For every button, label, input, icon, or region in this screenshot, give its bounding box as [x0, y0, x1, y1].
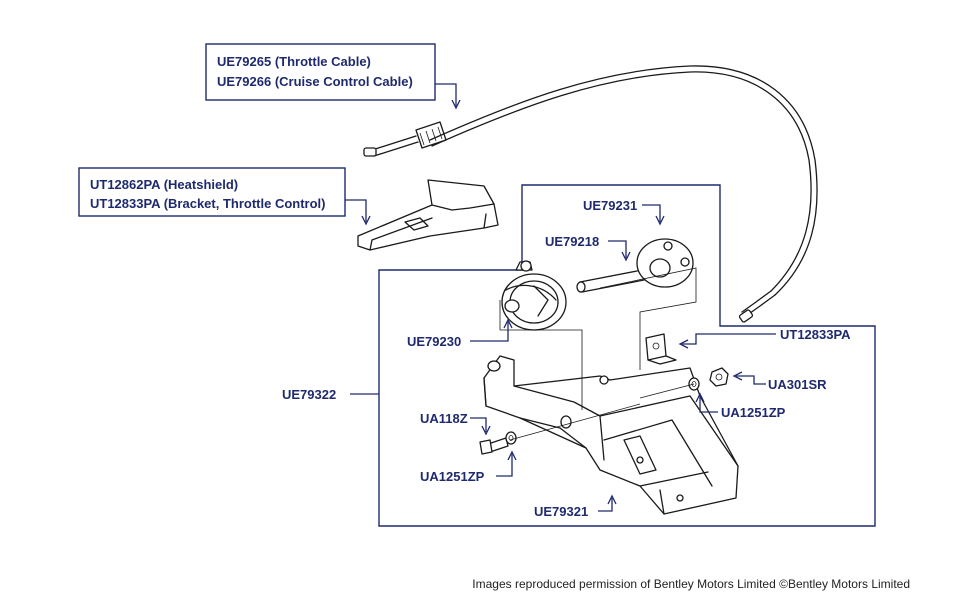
heatshield-label-box	[78, 167, 346, 217]
washer-left-drawing	[505, 431, 517, 445]
label-ue79218: UE79218	[545, 234, 599, 249]
label-throttle-cable: UE79265 (Throttle Cable)	[217, 54, 371, 69]
label-ue79321: UE79321	[534, 504, 588, 519]
assembly-group-outline	[378, 184, 876, 527]
label-ua1251zp-left: UA1251ZP	[420, 469, 485, 484]
label-heatshield: UT12862PA (Heatshield)	[90, 177, 238, 192]
copyright-caption: Images reproduced permission of Bentley …	[472, 577, 910, 591]
label-ue79230: UE79230	[407, 334, 461, 349]
pulley-lever-drawing	[501, 260, 567, 331]
throttle-cable-drawing	[363, 65, 818, 323]
cable-label-box	[205, 43, 436, 101]
label-cruise-control-cable: UE79266 (Cruise Control Cable)	[217, 74, 413, 89]
shaft-drawing	[576, 269, 645, 293]
nut-ua301sr-drawing	[709, 367, 729, 387]
label-ua301sr: UA301SR	[768, 377, 827, 392]
small-bracket-drawing	[645, 333, 677, 365]
disc-drawing	[636, 238, 694, 288]
label-bracket-throttle-control: UT12833PA (Bracket, Throttle Control)	[90, 196, 326, 211]
heatshield-drawing	[357, 179, 499, 251]
label-ue79322: UE79322	[282, 387, 336, 402]
label-ua1251zp-right: UA1251ZP	[721, 405, 786, 420]
assembly-guide-lines	[499, 267, 697, 441]
label-ua118z: UA118Z	[420, 411, 468, 426]
leader-lines	[345, 83, 776, 512]
label-ue79231: UE79231	[583, 198, 637, 213]
label-ut12833pa: UT12833PA	[780, 327, 851, 342]
main-bracket-drawing	[483, 355, 739, 515]
bolt-ua118z-drawing	[479, 437, 509, 455]
